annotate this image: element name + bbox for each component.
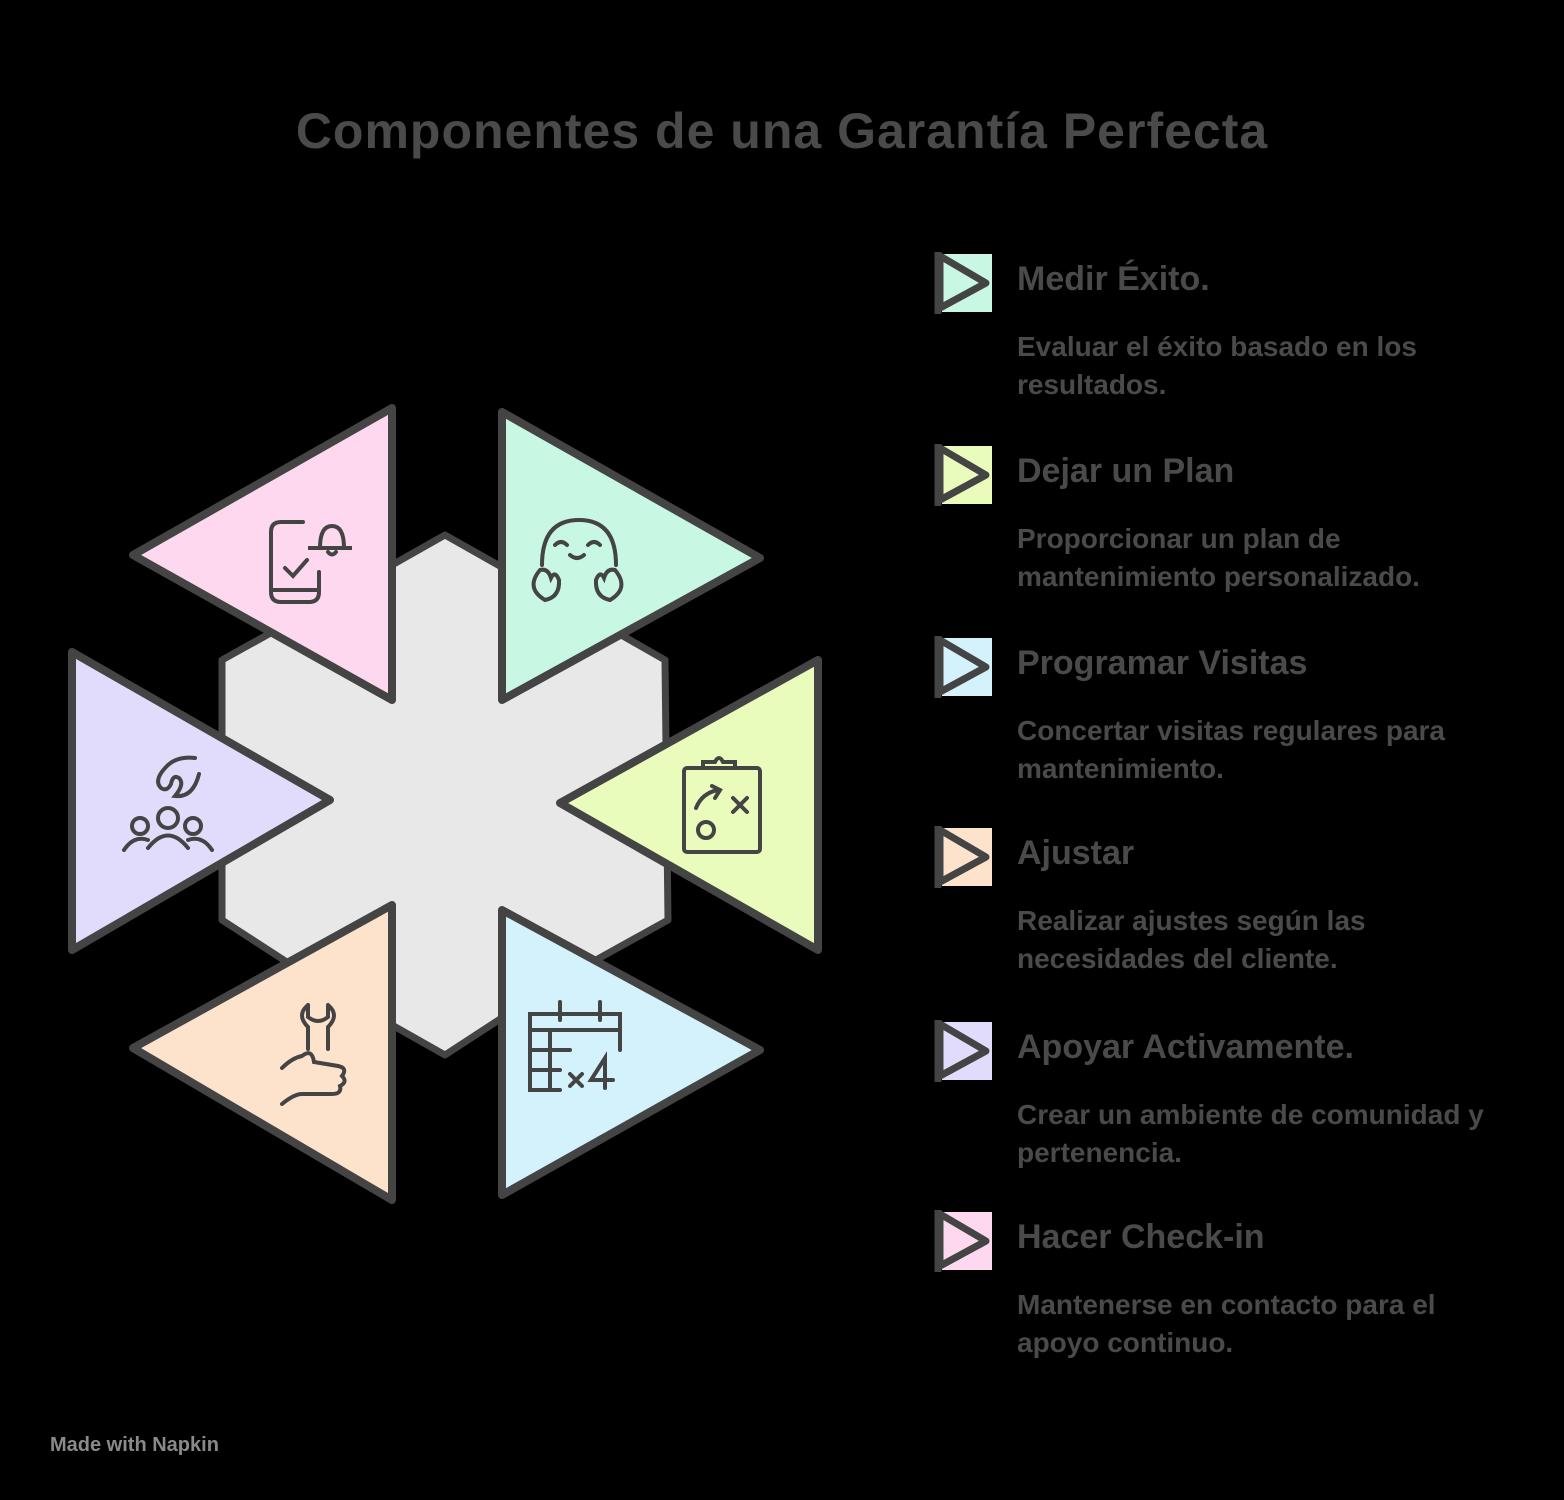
legend-description: Mantenerse en contacto para el apoyo con… [1017,1289,1436,1358]
hand-group-icon [122,755,214,852]
legend-item: Medir Éxito. Evaluar el éxito basado en … [930,250,1530,430]
play-triangle-icon [934,252,992,314]
happy-face-icon [531,517,624,603]
legend-item: Apoyar Activamente. Crear un ambiente de… [930,1018,1530,1198]
phone-bell-check-icon [269,520,352,604]
footer-credit: Made with Napkin [50,1434,219,1456]
segment-right[interactable] [556,656,822,954]
play-triangle-icon [934,826,992,888]
play-triangle-icon [934,444,992,506]
segment-left[interactable] [68,648,334,954]
wrench-thumbs-up-icon [280,1003,347,1106]
legend-description: Evaluar el éxito basado en los resultado… [1017,331,1417,400]
legend-description: Concertar visitas regulares para manteni… [1017,715,1445,784]
legend-description: Realizar ajustes según las necesidades d… [1017,905,1366,974]
segment-bottom-right[interactable] [498,906,764,1199]
legend-item: Ajustar Realizar ajustes según las neces… [930,824,1530,1004]
legend-title: Programar Visitas [1017,644,1308,682]
legend-title: Ajustar [1017,834,1135,872]
hexagon-cycle-diagram [68,404,822,1204]
legend-item: Dejar un Plan Proporcionar un plan de ma… [930,442,1530,622]
legend-item: Programar Visitas Concertar visitas regu… [930,634,1530,814]
legend-description: Crear un ambiente de comunidad y pertene… [1017,1099,1484,1168]
page-title: Componentes de una Garantía Perfecta [295,103,1269,159]
legend-title: Dejar un Plan [1017,452,1235,490]
segment-bottom-left[interactable] [129,901,396,1204]
calendar-x4-icon [528,1000,622,1092]
segment-top-right[interactable] [498,408,764,704]
legend-title: Hacer Check-in [1017,1218,1265,1256]
legend-item: Hacer Check-in Mantenerse en contacto pa… [930,1208,1530,1388]
legend-title: Apoyar Activamente. [1017,1028,1354,1066]
play-triangle-icon [934,636,992,698]
play-triangle-icon [934,1020,992,1082]
segment-top-left[interactable] [129,404,396,704]
legend-description: Proporcionar un plan de mantenimiento pe… [1017,523,1420,592]
strategy-clipboard-icon [682,756,762,854]
legend-title: Medir Éxito. [1017,260,1210,298]
play-triangle-icon [934,1210,992,1272]
